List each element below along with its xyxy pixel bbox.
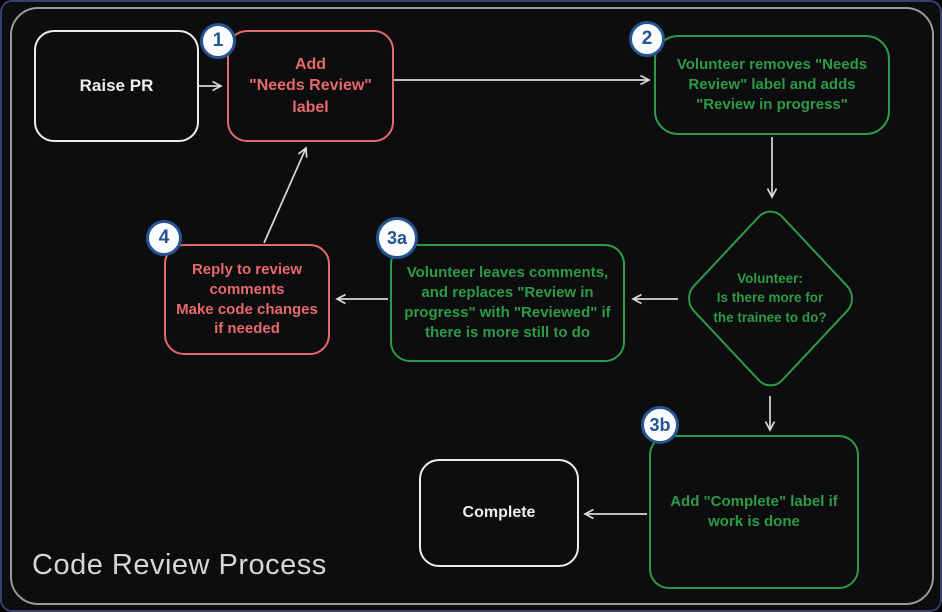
node-volunteer-removes-label: Volunteer removes "Needs Review" label a…	[654, 35, 890, 135]
decision-diamond-label: Volunteer: Is there more for the trainee…	[713, 270, 827, 325]
diagram-frame	[10, 7, 934, 605]
node-add-needs-review-label: Add "Needs Review" label	[227, 30, 394, 142]
step-badge-4: 4	[146, 220, 182, 256]
step-badge-2: 2	[629, 21, 665, 57]
node-raise-pr: Raise PR	[34, 30, 199, 142]
step-badge-3a: 3a	[376, 217, 418, 259]
step-badge-1: 1	[200, 23, 236, 59]
node-complete: Complete	[419, 459, 579, 567]
step-badge-3b: 3b	[641, 406, 679, 444]
node-reply-to-review-comments: Reply to review comments Make code chang…	[164, 244, 330, 355]
node-volunteer-leaves-comments: Volunteer leaves comments, and replaces …	[390, 244, 625, 362]
node-add-complete-label: Add "Complete" label if work is done	[649, 435, 859, 589]
diagram-title: Code Review Process	[32, 549, 327, 581]
